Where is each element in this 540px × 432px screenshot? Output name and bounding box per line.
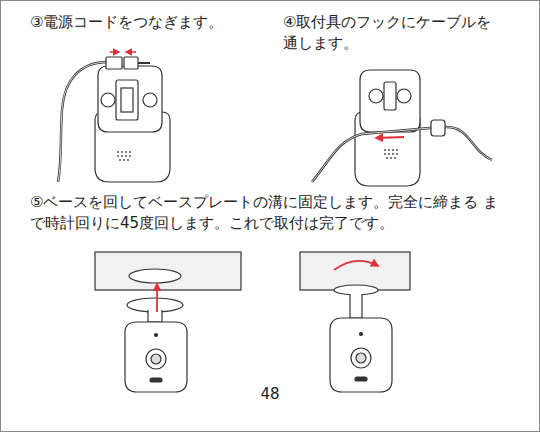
- step4-figure: [312, 70, 492, 186]
- step-instruction: ④取付具のフックにケーブルを 通します。: [283, 12, 503, 54]
- step-instruction: ③電源コードをつなぎます。: [30, 12, 260, 33]
- page-number: 48: [240, 384, 300, 405]
- step3-figure: [58, 52, 170, 182]
- step-instruction: ⑤ベースを回してベースプレートの溝に固定します。完全に締まる まで時計回りに45…: [30, 192, 505, 234]
- step5-figure-right: [300, 252, 410, 392]
- step5-figure-left: [95, 252, 241, 392]
